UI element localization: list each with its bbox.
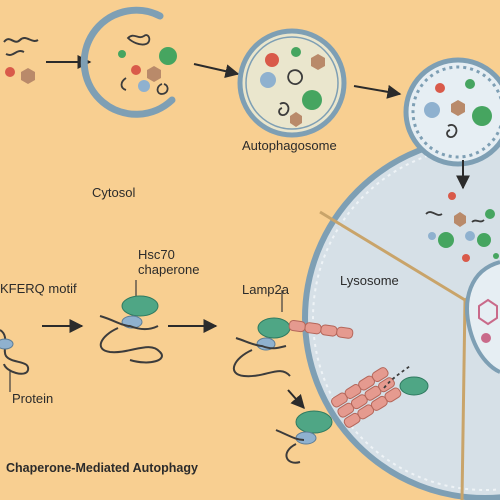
divider-line-left [319,210,466,302]
cargo-hexagon [21,68,35,84]
lamp2a-label: Lamp2a [242,282,289,297]
complex-at-lamp2a [232,290,354,378]
kferq-motif-label: KFERQ motif [0,281,77,296]
micro-cargo-dot [481,333,491,343]
hsc70-chaperone-label: Hsc70 chaperone [138,247,200,277]
autophagosome [237,28,347,138]
microautophagy-fragment [465,260,500,374]
micro-invagination [465,260,500,374]
hsc70-chaperone [121,295,159,317]
cytosol-label: Cytosol [92,185,136,200]
arrow-to-fusion [353,84,402,99]
degraded-cargo [425,192,499,262]
protein-strand [0,329,30,375]
divider-line-bottom [460,299,467,500]
lysosome-label: Lysosome [340,273,399,288]
phagophore-membrane [80,6,176,118]
autophagosome-inner-membrane [245,36,339,130]
luminal-hsc70 [399,376,429,396]
protein-label: Protein [12,391,54,406]
cargo-red-dot [5,67,15,77]
phagophore [80,6,177,118]
micro-cargo-hexagon [478,298,498,326]
lamp2a-receptor [288,320,354,339]
lamp2a-multimer [331,367,402,428]
translocation-complex [275,365,429,464]
autophagosome-label: Autophagosome [242,138,337,153]
unfolded-substrate-dashed [383,365,411,389]
substrate-protein [0,329,30,392]
lysosome-inner-membrane [312,145,500,491]
cargo-cluster-left [3,37,39,84]
arrow-to-autophagosome [193,63,240,79]
cma-title: Chaperone-Mediated Autophagy [6,461,198,475]
hsc70-complex [99,280,163,364]
arrow-to-translocation [287,389,305,410]
autolysosome-vesicle [403,57,500,167]
